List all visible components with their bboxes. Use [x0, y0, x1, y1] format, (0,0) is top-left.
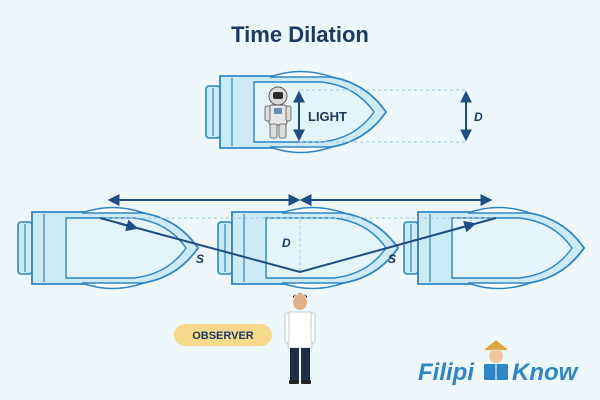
light-path-arrow-left	[117, 219, 139, 232]
filipiknow-logo: Filipi Know	[418, 340, 579, 386]
light-path-arrow-right	[455, 220, 477, 233]
spaceship-top	[205, 70, 387, 154]
diagram-title: Time Dilation	[231, 22, 369, 47]
logo-book-mascot-icon	[484, 340, 508, 380]
light-path	[99, 217, 497, 274]
observer-person-icon	[284, 293, 316, 384]
label-d-top: D	[474, 110, 483, 124]
logo-text-part1: Filipi	[418, 359, 475, 386]
label-light: LIGHT	[308, 109, 347, 124]
spaceship-right	[403, 206, 585, 290]
observer-badge: OBSERVER	[174, 324, 272, 346]
label-s-left: S	[196, 252, 204, 266]
astronaut-icon	[264, 86, 292, 139]
label-observer: OBSERVER	[192, 330, 254, 342]
label-d-middle: D	[282, 236, 291, 250]
logo-text-part2: Know	[512, 359, 579, 386]
label-s-right: S	[388, 252, 396, 266]
spaceship-middle	[217, 206, 399, 290]
